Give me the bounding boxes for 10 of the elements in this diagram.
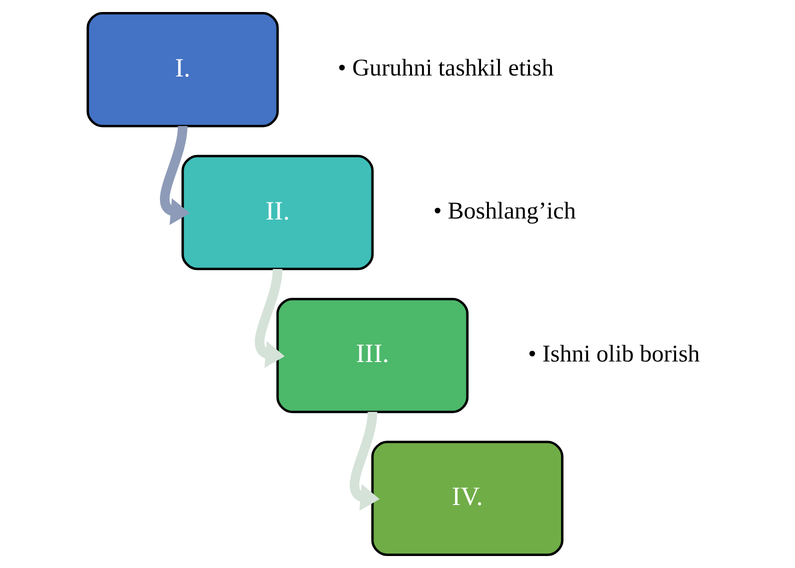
node-box: I.: [86, 12, 278, 128]
arrow: [160, 126, 190, 225]
node-label: • Boshlang’ich: [432, 198, 576, 225]
node-label: • Guruhni tashkil etish: [337, 56, 554, 82]
node-box: II.: [181, 154, 374, 270]
node-box: IV.: [370, 440, 563, 556]
node-label: • Ishni olib borish: [527, 341, 700, 368]
node-box: III.: [276, 298, 468, 414]
arrow: [349, 412, 380, 511]
arrow: [254, 268, 284, 368]
